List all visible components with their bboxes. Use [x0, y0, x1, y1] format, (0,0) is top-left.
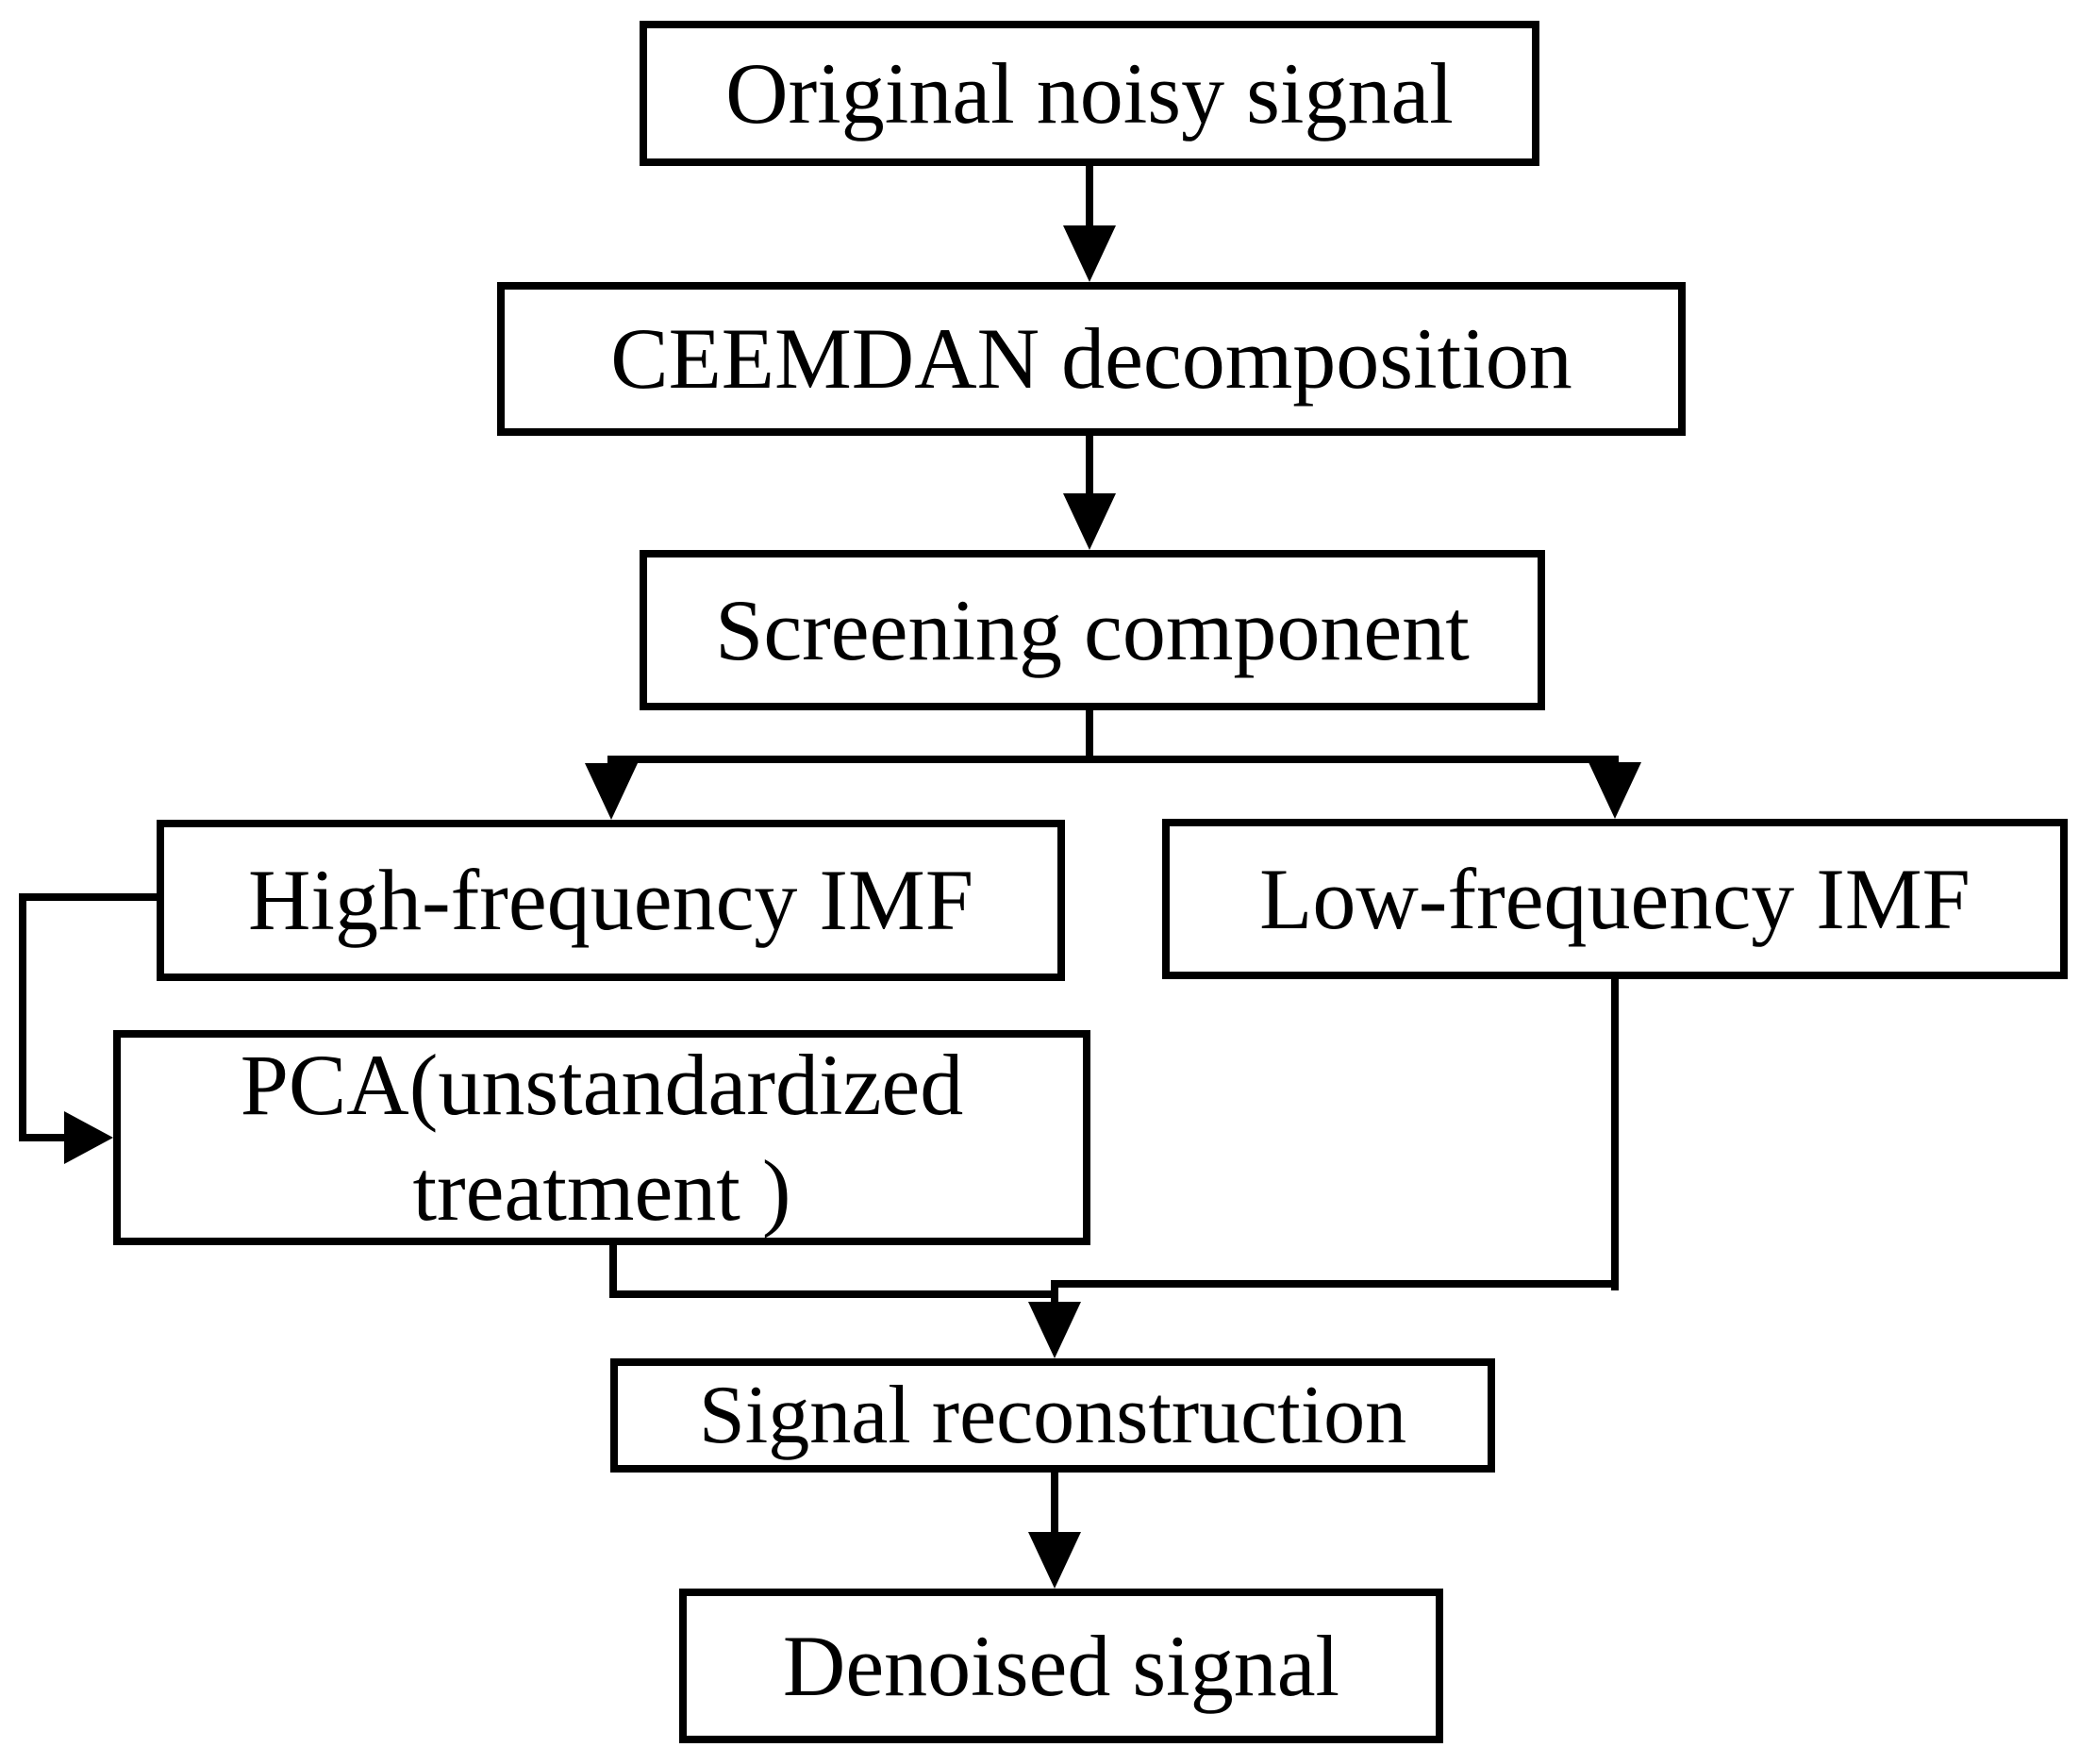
- node-pca-label-line1: PCA(unstandardized: [240, 1036, 964, 1133]
- down-arrowhead-icon-ceemdan: [1063, 225, 1116, 282]
- connector-screening-down: [1086, 710, 1093, 759]
- node-low-frequency-imf: Low-frequency IMF: [1162, 819, 2068, 979]
- node-signal-reconstruction-label: Signal reconstruction: [698, 1369, 1407, 1461]
- node-screening-component-label: Screening component: [715, 581, 1470, 678]
- connector-pca-down: [609, 1245, 617, 1298]
- down-arrowhead-icon-high-frequency: [585, 763, 638, 820]
- node-high-frequency-imf-label: High-frequency IMF: [247, 852, 974, 949]
- connector-merge-left: [609, 1290, 1058, 1298]
- down-arrowhead-icon-denoised: [1028, 1532, 1081, 1589]
- node-denoised-signal: Denoised signal: [679, 1589, 1443, 1743]
- node-high-frequency-imf: High-frequency IMF: [157, 820, 1065, 981]
- connector-highfreq-left: [19, 893, 157, 901]
- node-denoised-signal-label: Denoised signal: [782, 1617, 1340, 1714]
- down-arrowhead-icon-reconstruction: [1028, 1302, 1081, 1358]
- node-screening-component: Screening component: [640, 550, 1545, 710]
- connector-merge-junction: [1051, 1280, 1058, 1306]
- right-arrowhead-icon-pca: [64, 1111, 113, 1164]
- node-original-noisy-signal-label: Original noisy signal: [725, 44, 1454, 141]
- connector-original-to-ceemdan: [1086, 166, 1093, 230]
- down-arrowhead-icon-screening: [1063, 493, 1116, 550]
- connector-loop-vertical: [19, 893, 26, 1141]
- down-arrowhead-icon-low-frequency: [1588, 762, 1641, 819]
- node-ceemdan-decomposition: CEEMDAN decomposition: [497, 282, 1686, 436]
- node-signal-reconstruction: Signal reconstruction: [610, 1358, 1495, 1473]
- node-pca-unstandardized-treatment: PCA(unstandardized treatment ): [113, 1030, 1090, 1245]
- connector-split-horizontal: [607, 756, 1619, 763]
- node-pca-label-line2: treatment ): [412, 1142, 791, 1239]
- connector-reconstruction-to-denoised: [1051, 1473, 1058, 1535]
- connector-merge-right: [1051, 1280, 1619, 1288]
- connector-ceemdan-to-screening: [1086, 436, 1093, 496]
- node-original-noisy-signal: Original noisy signal: [640, 21, 1539, 166]
- connector-lowfreq-down: [1611, 979, 1619, 1290]
- connector-loop-bottom: [19, 1134, 72, 1141]
- node-low-frequency-imf-label: Low-frequency IMF: [1259, 850, 1971, 947]
- node-ceemdan-decomposition-label: CEEMDAN decomposition: [610, 310, 1572, 408]
